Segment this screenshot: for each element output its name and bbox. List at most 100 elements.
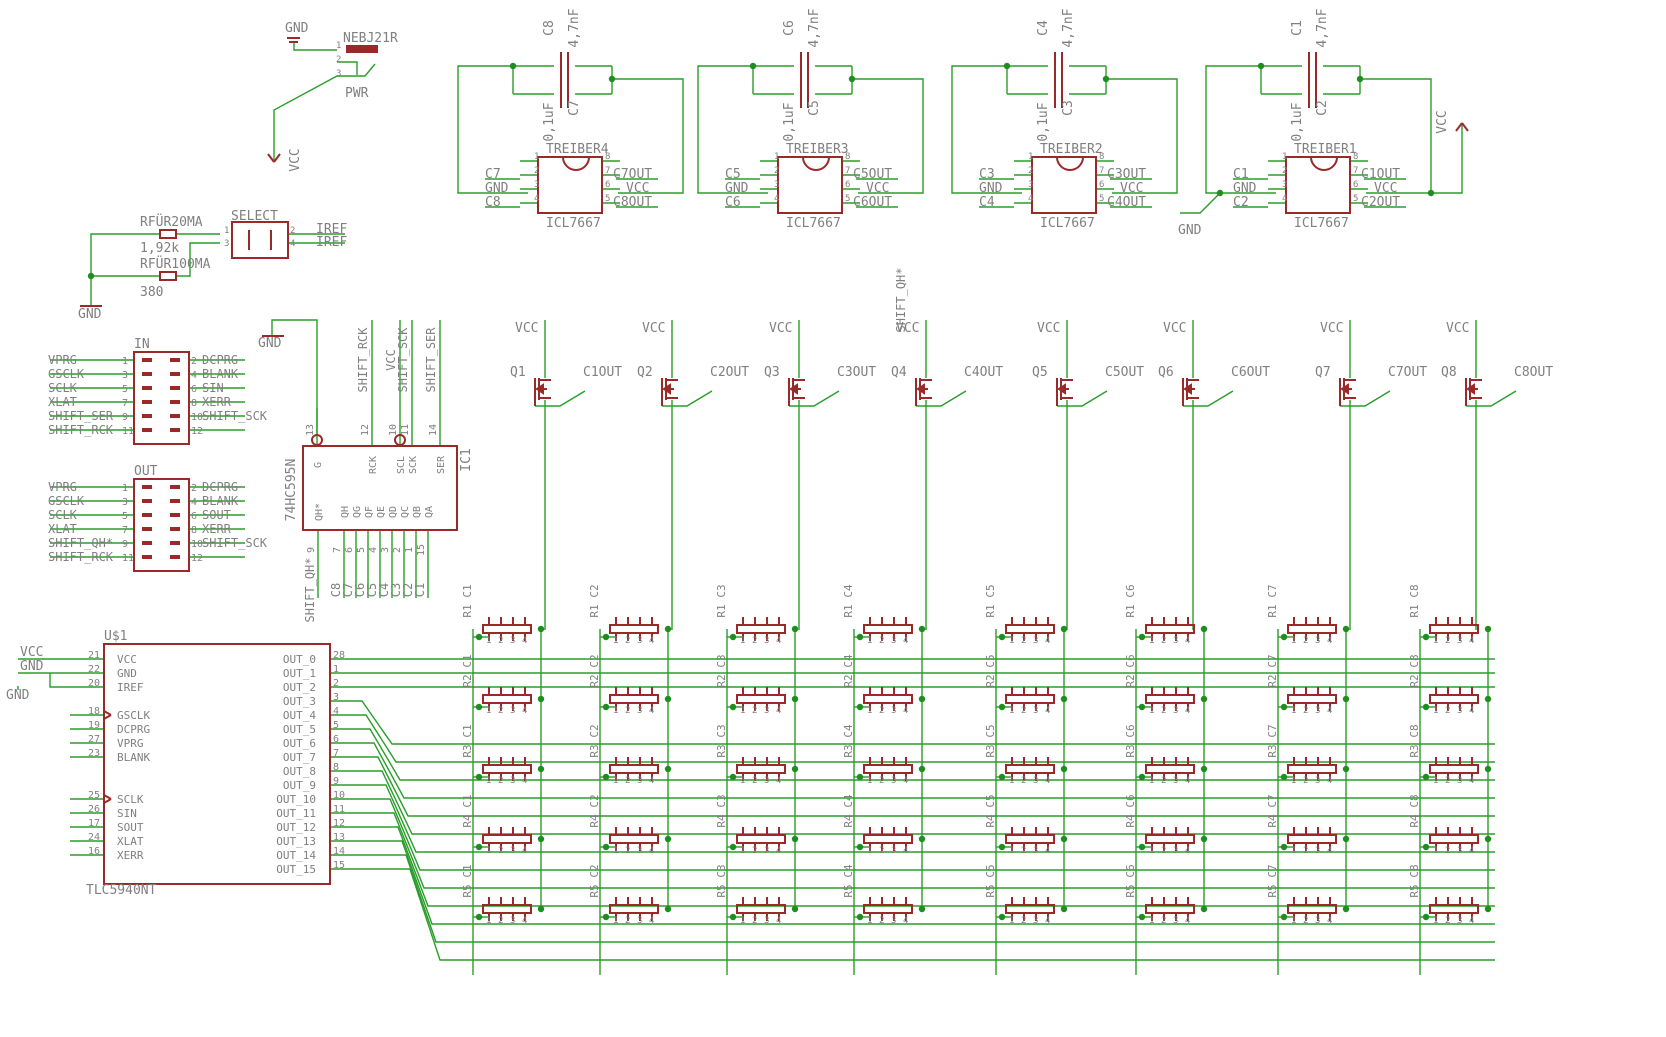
connector-pin-pad <box>142 358 152 362</box>
wire-out-bus <box>348 756 1495 817</box>
shiftreg-top-net: SHIFT_SER <box>424 327 438 393</box>
junction-dot <box>998 633 1006 641</box>
resistor-array-pin: 2 <box>879 636 884 646</box>
capacitor-value: 4,7nF <box>1315 8 1330 47</box>
junction-dot <box>998 843 1006 851</box>
resistor-array-row-label: R5 <box>1266 884 1279 897</box>
tlc-pin-label: BLANK <box>117 751 150 764</box>
connector-pin-pad <box>142 372 152 376</box>
resistor-array-col-label: C2 <box>588 864 601 877</box>
resistor-array-body <box>863 624 913 634</box>
resistor-array-pin: 4 <box>649 636 654 646</box>
mosfet-net: C4OUT <box>964 365 1003 380</box>
resistor-array-body <box>863 834 913 844</box>
resistor-array-col-label: C6 <box>1124 864 1137 877</box>
resistor-array-pin: 1 <box>1433 636 1438 646</box>
junction-dot <box>664 835 672 843</box>
tlc-pin-number: 25 <box>88 790 100 801</box>
connector-pin-pad <box>170 499 180 503</box>
tlc-name: U$1 <box>104 629 127 644</box>
connector-pin-number: 1 <box>122 356 128 367</box>
shiftreg-top-net: SHIFT_SCK <box>396 327 410 393</box>
resistor-array-row-label: R2 <box>461 674 474 687</box>
wire-tlc-iref <box>49 673 70 688</box>
driver-right-net: VCC <box>1120 181 1143 196</box>
tlc-pin-number: 11 <box>333 804 345 815</box>
mosfet-name: Q8 <box>1441 365 1457 380</box>
gnd-label: GND <box>6 688 30 703</box>
mosfet-name: Q1 <box>510 365 526 380</box>
resistor-array-pin: 3 <box>764 776 769 786</box>
wire-out-bus <box>348 700 1495 745</box>
tlc-pin-number: 24 <box>88 832 100 843</box>
resistor-array-row-label: R1 <box>1408 604 1421 617</box>
driver-pin-number: 1 <box>534 152 539 162</box>
resistor-array-pin: 1 <box>486 846 491 856</box>
driver-ic-notch <box>1056 156 1084 171</box>
junction-dot <box>1200 625 1208 633</box>
junction-dot <box>1484 695 1492 703</box>
resistor-array-col-label: C2 <box>588 654 601 667</box>
resistor-array-pin: 3 <box>1173 846 1178 856</box>
resistor-array-pin: 1 <box>1291 776 1296 786</box>
resistor-array-pin: 1 <box>1433 916 1438 926</box>
junction-dot <box>537 905 545 913</box>
driver-pin-number: 4 <box>1028 194 1033 204</box>
tlc-pin-label: OUT_6 <box>283 737 316 750</box>
resistor-array-body <box>1005 624 1055 634</box>
connector-right-net: DCPRG <box>202 480 238 494</box>
resistor-array-pin: 2 <box>879 776 884 786</box>
resistor-array-pin: 3 <box>891 916 896 926</box>
resistor-array-pin: 2 <box>1303 846 1308 856</box>
resistor-array-row-label: R3 <box>588 744 601 757</box>
junction-dot <box>1138 633 1146 641</box>
resistor-array-pin: 4 <box>1185 636 1190 646</box>
mosfet-name: Q4 <box>891 365 907 380</box>
resistor-array-pin: 2 <box>1445 776 1450 786</box>
connector-pin-number: 3 <box>122 497 128 508</box>
wire-driver-loop <box>1106 78 1178 194</box>
mosfet-net: C3OUT <box>837 365 876 380</box>
connector-left-net: SHIFT_RCK <box>48 423 114 437</box>
mosfet-arrow <box>1340 383 1349 395</box>
junction-dot <box>1422 633 1430 641</box>
resistor-array-col-label: C8 <box>1408 864 1421 877</box>
resistor-array-pin: 3 <box>1457 636 1462 646</box>
shiftreg-bottom-net: C4 <box>377 583 391 597</box>
capacitor-name: C1 <box>1290 20 1305 36</box>
resistor-array-row-label: R2 <box>842 674 855 687</box>
driver-ic-notch <box>1310 156 1338 171</box>
resistor-array-pin: 4 <box>522 636 527 646</box>
vcc-label: VCC <box>1435 110 1450 133</box>
resistor-array-col-label: C4 <box>842 724 855 738</box>
resistor-array-pin: 4 <box>522 706 527 716</box>
resistor-array-pin: 2 <box>498 916 503 926</box>
resistor-array-col-label: C3 <box>715 584 728 597</box>
shiftreg-bottom-net: SHIFT_QH* <box>303 557 317 622</box>
driver-pin-number: 4 <box>774 194 779 204</box>
junction-dot <box>729 913 737 921</box>
resistor-array-pin: 2 <box>752 846 757 856</box>
wire-mosfet-gate <box>1057 390 1108 407</box>
junction-dot <box>1200 695 1208 703</box>
driver-pin-number: 7 <box>1099 166 1104 176</box>
resistor-array-pin: 1 <box>1009 916 1014 926</box>
mosfet-vcc-label: VCC <box>1163 321 1186 336</box>
mosfet-net: C5OUT <box>1105 365 1144 380</box>
driver-pin-number: 1 <box>1028 152 1033 162</box>
driver-pin-number: 2 <box>774 166 779 176</box>
resistor-array-pin: 4 <box>1469 916 1474 926</box>
connector-body <box>133 478 190 572</box>
driver-left-net: C7 <box>485 167 501 182</box>
resistor-array-pin: 2 <box>752 706 757 716</box>
tlc-pin-label: GSCLK <box>117 709 150 722</box>
resistor-array-pin: 3 <box>1315 846 1320 856</box>
resistor-array-pin: 1 <box>740 846 745 856</box>
resistor-array-col-label: C6 <box>1124 654 1137 667</box>
resistor-array-row-label: R5 <box>842 884 855 897</box>
junction-dot <box>791 835 799 843</box>
tlc-pin-number: 22 <box>88 664 100 675</box>
label-layer: GNDNEBJ21R123PWRVCCRFÜR20MA1,92kRFÜR100M… <box>6 8 1553 926</box>
shiftreg-bottom-net: C1 <box>413 583 427 597</box>
